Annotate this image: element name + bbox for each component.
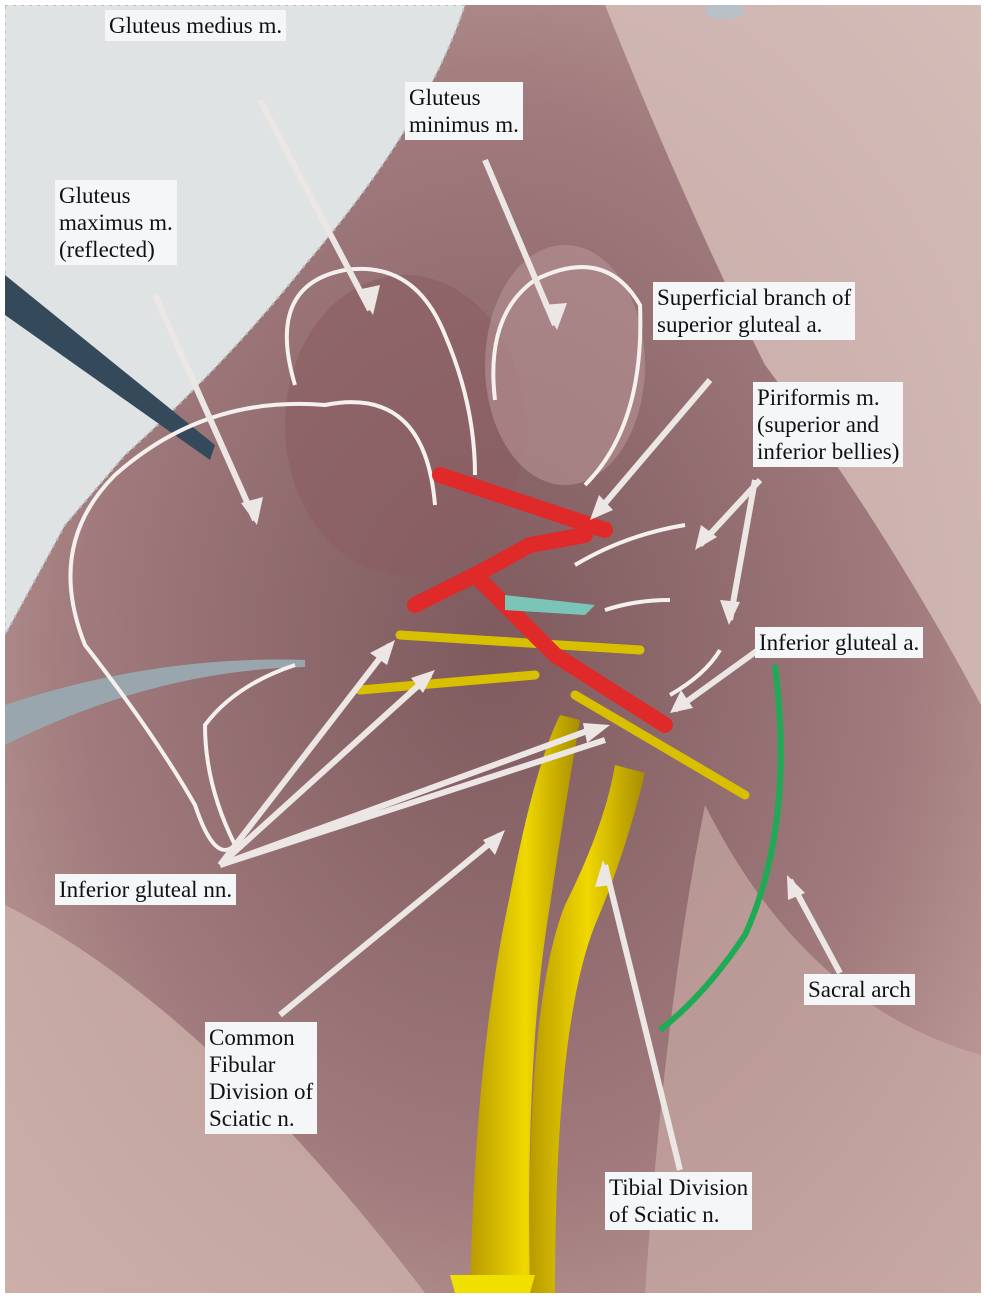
label-inferior-gluteal-artery: Inferior gluteal a. bbox=[755, 627, 924, 658]
piriformis-highlight bbox=[505, 595, 595, 615]
label-sacral-arch: Sacral arch bbox=[804, 974, 915, 1005]
label-gluteus-medius: Gluteus medius m. bbox=[105, 10, 287, 41]
label-inferior-gluteal-nerves: Inferior gluteal nn. bbox=[55, 874, 237, 905]
inferior-gluteal-nerves bbox=[355, 630, 750, 800]
label-gluteus-maximus: Gluteus maximus m. (reflected) bbox=[55, 180, 177, 265]
forceps-lower bbox=[5, 659, 305, 745]
lower-right-tissue bbox=[645, 805, 981, 1293]
label-tibial-division: Tibial Division of Sciatic n. bbox=[605, 1172, 753, 1230]
pointer-arrows bbox=[152, 98, 843, 1171]
fascia-region bbox=[605, 5, 981, 705]
label-gluteus-minimus: Gluteus minimus m. bbox=[405, 82, 523, 140]
label-superficial-branch: Superficial branch of superior gluteal a… bbox=[653, 282, 856, 340]
label-piriformis: Piriformis m. (superior and inferior bel… bbox=[753, 382, 904, 467]
gluteal-arteries bbox=[407, 467, 673, 733]
towel bbox=[5, 5, 465, 635]
sacral-arch-line bbox=[658, 664, 784, 1033]
arrow-heads bbox=[241, 285, 805, 900]
muscle-outlines bbox=[68, 265, 722, 852]
sciatic-nerve bbox=[450, 715, 645, 1293]
forceps-upper bbox=[5, 275, 215, 460]
label-common-fibular-division: Common Fibular Division of Sciatic n. bbox=[205, 1022, 318, 1134]
instrument-tip bbox=[705, 5, 745, 19]
